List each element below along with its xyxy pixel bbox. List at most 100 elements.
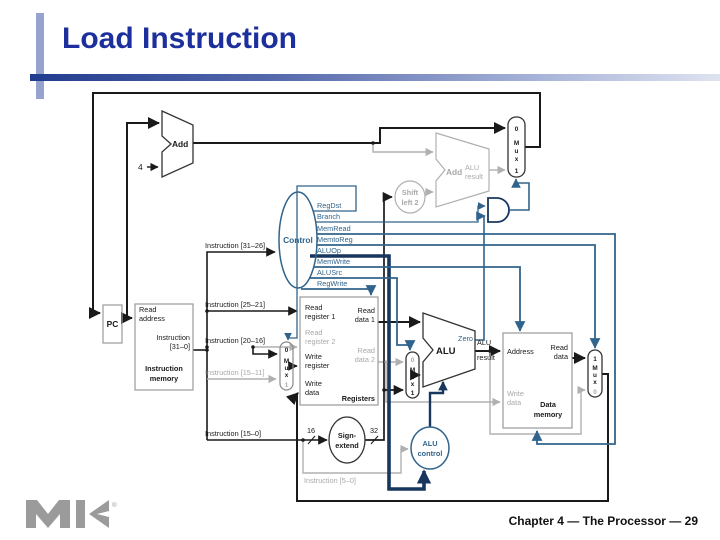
signal-regdst: RegDst (317, 201, 341, 210)
wire-aluctl-to-alu (428, 380, 448, 427)
alusrc-mux-x: x (411, 381, 415, 388)
title-accent-vertical-bar (36, 13, 44, 99)
alusrc-mux-u: u (411, 374, 415, 381)
signal-branch: Branch (317, 212, 340, 221)
aluctl-label-1: ALU (423, 439, 438, 448)
control-signal-wires (284, 178, 616, 491)
field-150: Instruction [15–0] (205, 429, 261, 438)
wire-regwrite (301, 285, 377, 296)
wire-readdata2-to-dmem (385, 362, 501, 407)
pcsrc-mux: 0 M u x 1 (507, 116, 526, 178)
wire-pcmux-loop (89, 92, 541, 319)
dmem-read: Read (551, 343, 568, 352)
wire-pc4-to-mux (193, 122, 506, 144)
pcsrc-mux-x: x (515, 156, 519, 163)
wire-aluresult-bypass (489, 351, 586, 435)
branch-add-alu: ALU (465, 163, 479, 172)
field-50: Instruction [5–0] (304, 476, 356, 485)
write-data-b: data (305, 388, 320, 397)
pc-add-unit: Add (161, 109, 194, 179)
wire-pc4-to-branchadd (372, 143, 434, 157)
title-underline-bar (30, 74, 720, 81)
shift-left-2-unit: Shift left 2 (394, 180, 426, 214)
add-label: Add (172, 139, 188, 149)
alusrc-mux: 0 M u x 1 (405, 351, 420, 399)
wire-alusrc (310, 277, 416, 351)
alu-label: ALU (436, 346, 456, 357)
memtoreg-mux-m: M (592, 365, 597, 372)
branch-add-label: Add (446, 167, 462, 177)
pc-label: PC (107, 319, 119, 329)
wire-writeback (285, 373, 609, 502)
memtoreg-mux: 1 M u x 0 (587, 349, 603, 398)
alusrc-mux-0: 0 (411, 357, 415, 364)
alu-result-b: result (477, 353, 495, 362)
control-unit: Control (278, 191, 318, 289)
field-2016: Instruction [20–16] (205, 336, 265, 345)
extend-label: extend (335, 441, 359, 450)
regdst-mux-0: 0 (285, 347, 289, 354)
wire-memwrite (314, 266, 526, 332)
signal-memread: MemRead (317, 224, 351, 233)
read-reg1-a: Read (305, 303, 322, 312)
dmem-title-2: memory (534, 410, 563, 419)
branch-add-unit: Add ALU result (435, 132, 490, 208)
junction-dots (125, 141, 492, 442)
branch-add-result: result (465, 172, 483, 181)
write-reg-a: Write (305, 352, 322, 361)
write-data-a: Write (305, 379, 322, 388)
write-reg-b: register (305, 361, 330, 370)
signal-aluop: ALUOp (317, 246, 341, 255)
read-data2-b: data 2 (355, 355, 375, 364)
registers-title: Registers (342, 394, 375, 403)
width-32: 32 (370, 426, 378, 435)
pcsrc-mux-1: 1 (515, 168, 519, 175)
imem-title-2: memory (150, 374, 179, 383)
slide-footer: Chapter 4 — The Processor — 29 (508, 514, 698, 528)
alu-unit: ALU Zero ALU result (422, 312, 495, 388)
instruction-field-labels: Instruction [31–26] Instruction [25–21] … (205, 241, 356, 485)
data-memory: Address Read data Write data Data memory (502, 332, 573, 429)
alu-result-a: ALU (477, 338, 491, 347)
regdst-mux-u: u (285, 365, 289, 372)
dmem-write: Write (507, 389, 524, 398)
read-data2-a: Read (358, 346, 375, 355)
wire-and-to-muxsel (510, 178, 530, 211)
wire-memtoreg (317, 244, 601, 349)
mk-logo: ® (26, 500, 117, 528)
alu-control-unit: ALU control (410, 426, 450, 470)
field-3126: Instruction [31–26] (205, 241, 265, 250)
imem-read-label: Read (139, 305, 156, 314)
dmem-read-data: data (554, 352, 569, 361)
alusrc-mux-m: M (410, 367, 415, 374)
imem-instr-range: [31–0] (170, 342, 190, 351)
regdst-mux-m: M (284, 358, 289, 365)
instruction-memory: Read address Instruction [31–0] Instruct… (134, 303, 194, 391)
control-signal-labels: RegDst Branch MemRead MemtoReg ALUOp Mem… (317, 201, 353, 288)
regdst-mux-1: 1 (285, 382, 289, 389)
registered-mark: ® (112, 501, 117, 509)
alusrc-mux-1: 1 (411, 390, 415, 397)
registers-unit: Read register 1 Read register 2 Write re… (299, 296, 379, 406)
regdst-mux-x: x (285, 372, 289, 379)
sign-extend-unit: Sign- extend (328, 416, 366, 464)
bus-width-marks (307, 435, 379, 445)
wire-instr-50 (302, 440, 409, 474)
field-2521: Instruction [25–21] (205, 300, 265, 309)
wire-aluop (310, 254, 432, 491)
left2-label: left 2 (401, 198, 418, 207)
memtoreg-mux-u: u (593, 372, 597, 379)
read-reg2-a: Read (305, 328, 322, 337)
wire-pc-to-add (126, 117, 160, 318)
memtoreg-mux-x: x (593, 379, 597, 386)
imem-instr-label: Instruction (156, 333, 190, 342)
dmem-title-1: Data (540, 400, 557, 409)
imem-title-1: Instruction (145, 364, 183, 373)
shift-label: Shift (402, 188, 419, 197)
and-gate (487, 197, 510, 223)
imem-address-label: address (139, 314, 165, 323)
signal-memtoreg: MemtoReg (317, 235, 353, 244)
dmem-write-data: data (507, 398, 522, 407)
wire-instr-2016-mux (252, 347, 278, 359)
